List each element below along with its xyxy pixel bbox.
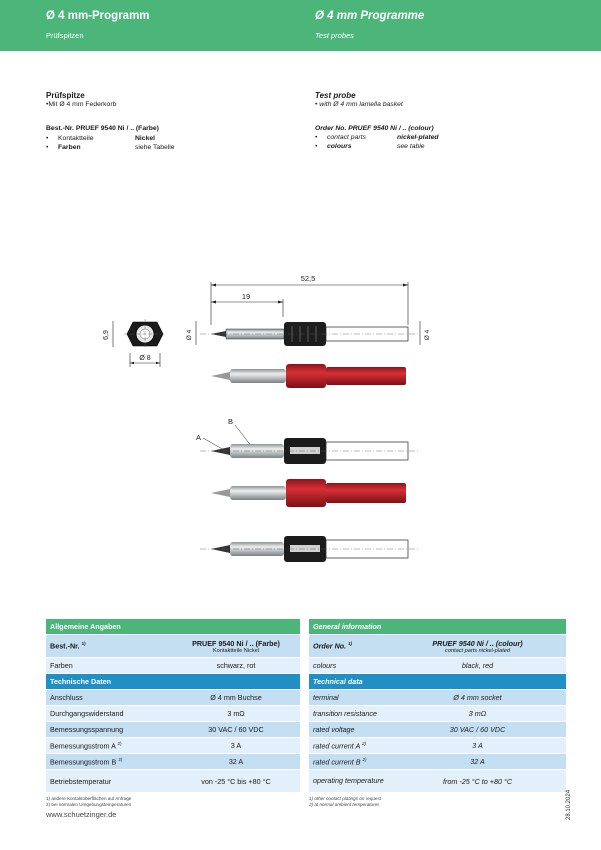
probe-black-2 [200,536,420,562]
page-header: Ø 4 mm-Programm Prüfspitzen Ø 4 mm Progr… [0,0,601,51]
colors-value-de: schwarz, rot [172,657,301,674]
order-label-en: Order No. 1) [309,634,389,658]
order-line-de: Best.-Nr. PRUEF 9540 Ni / .. (Farbe) [46,125,159,132]
table-row: rated current B 2)32 A [309,753,567,770]
probe-black-1 [200,438,420,464]
dim-8-label: Ø 8 [139,355,150,362]
section-general-en: General information [309,619,567,635]
technical-drawing: 52,5 19 6,9 Ø 8 Ø 4 Ø 4 A B [103,274,431,562]
desc-title-de: Prüfspitze [46,91,85,100]
title-de: Ø 4 mm-Programm [46,10,150,22]
desc-bullet-de: •Mit Ø 4 mm Federkorb [46,101,117,108]
footer-url[interactable]: www.schuetzinger.de [46,810,117,819]
probe-drawing-black [200,322,420,346]
title-en: Ø 4 mm Programme [315,10,425,22]
label-a: A [196,433,201,442]
spec-table-de: Allgemeine Angaben Best.-Nr. 1) PRUEF 95… [46,619,301,793]
desc-title-en: Test probe [315,91,356,100]
order-value-de: PRUEF 9540 Ni / .. (Farbe)Kontaktteile N… [172,634,301,658]
dim-4-right-label: Ø 4 [424,329,431,340]
dim-total-label: 52,5 [301,274,316,283]
subtitle-en: Test probes [315,31,354,40]
colors-label-en: colours [309,657,389,674]
footnotes-de: 1) andere Kontaktoberflächen auf Anfrage… [46,796,132,807]
table-row: rated current A 2)3 A [309,737,567,754]
dimension-lines [112,282,421,367]
dim-hex-label: 6,9 [103,330,110,340]
subtitle-de: Prüfspitzen [46,31,84,40]
section-general-de: Allgemeine Angaben [46,619,301,635]
footer-date: 28.10.2024 [566,789,572,820]
order-value-en: PRUEF 9540 Ni / .. (colour)contact parts… [389,634,567,658]
dim-tip-label: 19 [242,292,250,301]
colors-value-en: black, red [389,657,567,674]
table-row: Bemessungsstrom A 2)3 A [46,737,301,754]
colors-label-de: Farben [46,657,172,674]
desc-bullet-en: • with Ø 4 mm lamella basket [315,101,403,108]
end-view-hex [124,319,166,349]
section-technical-de: Technische Daten [46,673,301,690]
section-technical-en: Technical data [309,673,567,690]
order-line-en: Order No. PRUEF 9540 Ni / .. (colour) [315,125,434,132]
spec-table-en: General information Order No. 1) PRUEF 9… [309,619,567,793]
table-row: Bemessungsstrom B 2)32 A [46,753,301,770]
footnotes-en: 1) other contact platings on request 2) … [309,796,382,807]
probe-red-1 [211,364,406,388]
order-label-de: Best.-Nr. 1) [46,634,172,658]
label-b: B [228,417,233,426]
probe-red-2 [211,479,406,507]
dim-4-left-label: Ø 4 [186,329,193,340]
